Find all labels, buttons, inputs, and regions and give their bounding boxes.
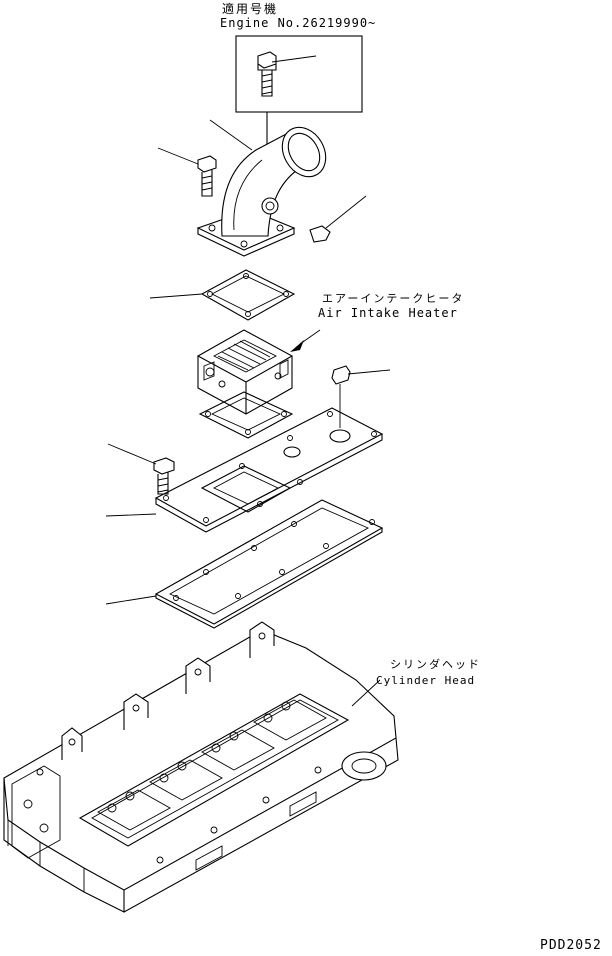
elbow-bolt-icon bbox=[157, 147, 217, 197]
flange-bolt-icon bbox=[107, 443, 175, 495]
serial-number-box bbox=[235, 35, 363, 113]
applicable-label-jp: 適用号機 bbox=[222, 2, 279, 16]
top-bolt-icon bbox=[257, 51, 317, 97]
air-intake-heater-label: Air Intake Heater bbox=[318, 306, 458, 320]
intake-elbow bbox=[196, 119, 327, 257]
cylinder-head-label: Cylinder Head bbox=[376, 674, 476, 687]
plug-icon bbox=[309, 195, 367, 243]
air-intake-heater bbox=[196, 329, 321, 415]
adapter-plate bbox=[105, 407, 384, 533]
engine-number-label: Engine No.26219990~ bbox=[220, 16, 377, 30]
adapter-bolt-icon bbox=[331, 365, 391, 428]
cylinder-head-label-jp: シリンダヘッド bbox=[390, 658, 481, 671]
heater-gasket bbox=[198, 391, 294, 439]
air-intake-heater-label-jp: エアーインテークヒータ bbox=[322, 292, 465, 305]
cylinder-head bbox=[3, 621, 399, 913]
manifold-gasket bbox=[105, 499, 384, 629]
upper-gasket bbox=[149, 269, 296, 321]
drawing-code: PDD2052 bbox=[540, 938, 602, 953]
